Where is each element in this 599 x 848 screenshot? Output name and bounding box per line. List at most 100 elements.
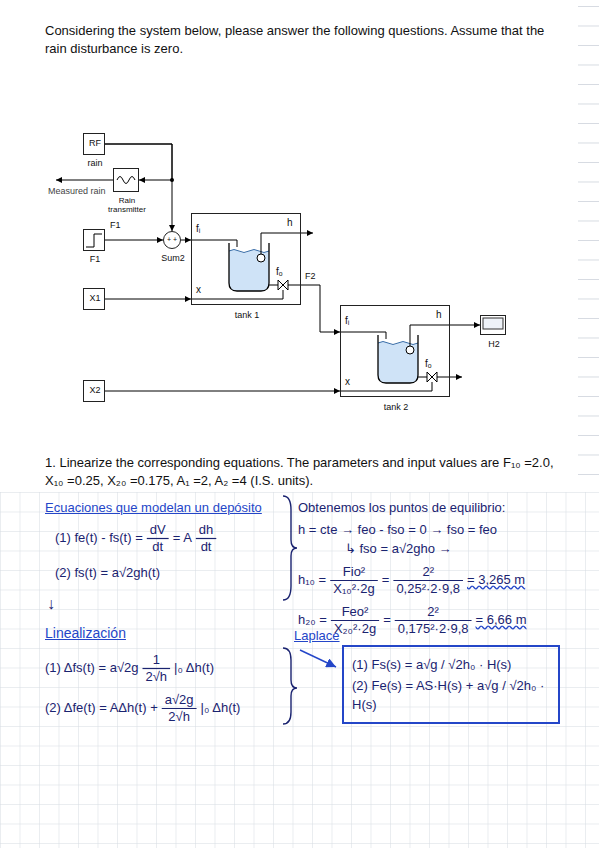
equation: (2) Fe(s) = AS·H(s) + a√g / √2h₀ · H(s) (352, 676, 550, 714)
equation-part: Fio² (343, 564, 365, 579)
equation: ↳ fso = a√2gho → (345, 541, 452, 556)
equation-part: dh (199, 522, 213, 537)
block-name: Rain transmitter (103, 196, 151, 214)
signal-line (105, 240, 163, 241)
equation-part: dt (201, 539, 212, 554)
fraction-bar (196, 538, 216, 539)
handwritten-arrow: ↓ (47, 596, 55, 611)
signal-name: Measured rain (48, 186, 106, 197)
signal-line (181, 240, 191, 241)
equation: (1) Fs(s) = a√g / √2h₀ · H(s) (352, 655, 550, 674)
curly-brace (283, 648, 297, 724)
fraction-bar (162, 708, 197, 709)
curly-brace (283, 496, 297, 600)
scope-block: H2 (480, 315, 506, 335)
equation-part: (2) Δfe(t) = AΔh(t) + (45, 700, 158, 715)
equation-part: = (382, 572, 390, 587)
step-block: F1F1 (83, 229, 105, 251)
block-name: rain (75, 158, 115, 168)
constant-block: X1 (83, 288, 105, 310)
block-name: Sum2 (153, 253, 193, 263)
equation-part: X₂₀²·2g (334, 621, 376, 636)
equation-part: = 3,265 m (467, 572, 525, 587)
equation-part: Feo² (342, 604, 369, 619)
equation-part: 2√h (146, 669, 168, 684)
question-text: Considering the system below, please ans… (45, 22, 560, 58)
equation-part: dV (150, 522, 166, 537)
signal-line (450, 325, 480, 326)
transmitter-icon (117, 177, 135, 184)
tank-illustration (191, 233, 301, 299)
fraction-bar (393, 580, 463, 581)
tank-illustration (340, 325, 450, 391)
port-label: fᵢ (345, 315, 349, 327)
scope-screen (483, 318, 503, 329)
sign-label: + (173, 236, 177, 244)
measured-rain-line (56, 180, 113, 181)
question-text: 1. Linearize the corresponding equations… (45, 454, 560, 490)
grid-paper (0, 492, 599, 848)
port-label: fᵢ (196, 223, 200, 235)
equation-part: h₁₀ = (298, 572, 326, 587)
fraction-bar (331, 620, 379, 621)
fraction-bar (147, 538, 169, 539)
handwritten-note: Obtenemos los puntos de equilibrio: (298, 500, 505, 515)
equation-part: 2² (427, 604, 439, 619)
signal-line (105, 144, 172, 231)
equation-part: X₁₀²·2g (333, 581, 375, 596)
sum-block: ++Sum2 (163, 231, 181, 249)
port-label: x (345, 376, 350, 388)
equation-part: (1) fe(t) - fs(t) = (55, 530, 143, 545)
source-block: RFrain (83, 133, 105, 155)
block-name: H2 (474, 339, 514, 349)
fraction-bar (330, 580, 378, 581)
block-name: F1 (75, 254, 115, 264)
equation-part: 2² (422, 564, 434, 579)
handwritten-heading: Linealización (45, 626, 126, 641)
equation-part: = A (173, 530, 192, 545)
equation-part: h₂₀ = (298, 612, 327, 627)
tank-subsystem: fᵢhxfₒtank 2 (340, 305, 450, 397)
port-label: h (287, 217, 293, 229)
signal-line (105, 391, 340, 392)
fraction-bar (143, 668, 171, 669)
block-label: RF (84, 138, 106, 148)
equation-part: 2√h (168, 709, 190, 724)
block-name: tank 2 (356, 402, 436, 412)
block-label: X2 (84, 385, 106, 395)
output-port (301, 233, 313, 234)
step-icon (86, 234, 102, 247)
constant-block: X2 (83, 380, 105, 402)
transmitter-block: Rain transmitter (113, 168, 139, 192)
equation: h = cte → feo - fso = 0 → fso = feo (298, 522, 497, 537)
tank-subsystem: fᵢhxfₒtank 1 (191, 213, 301, 305)
block-label: X1 (84, 293, 106, 303)
equation-part: 0,25²·2·9,8 (396, 581, 460, 596)
handwritten-heading: Ecuaciones que modelan un depósito (45, 500, 262, 515)
sign-label: + (167, 236, 171, 244)
equation-part: dt (152, 539, 163, 554)
result-box: (1) Fs(s) = a√g / √2h₀ · H(s) (2) Fe(s) =… (342, 645, 560, 724)
equation-part: |₀ Δh(t) (201, 700, 241, 715)
equation: (2) fs(t) = a√2gh(t) (55, 565, 160, 580)
signal-line (105, 299, 191, 300)
laplace-arrow (300, 650, 336, 667)
block-name: tank 1 (207, 310, 287, 320)
port-label: h (436, 309, 442, 321)
edge-label: F2 (304, 271, 317, 282)
equation-part: 0,175²·2·9,8 (398, 621, 469, 636)
fraction-bar (395, 620, 472, 621)
signal-line (301, 285, 340, 332)
port-label: fₒ (425, 358, 432, 370)
equation-part: |₀ Δh(t) (174, 660, 214, 675)
port-label: x (196, 284, 201, 296)
equation-part: a√2g (165, 692, 194, 707)
equation-part: = (383, 612, 391, 627)
equation-part: = 6,66 m (476, 612, 527, 627)
equation-part: 1 (153, 652, 160, 667)
port-label: fₒ (276, 266, 283, 278)
equation-part: (1) Δfs(t) = a√2g (45, 660, 139, 675)
